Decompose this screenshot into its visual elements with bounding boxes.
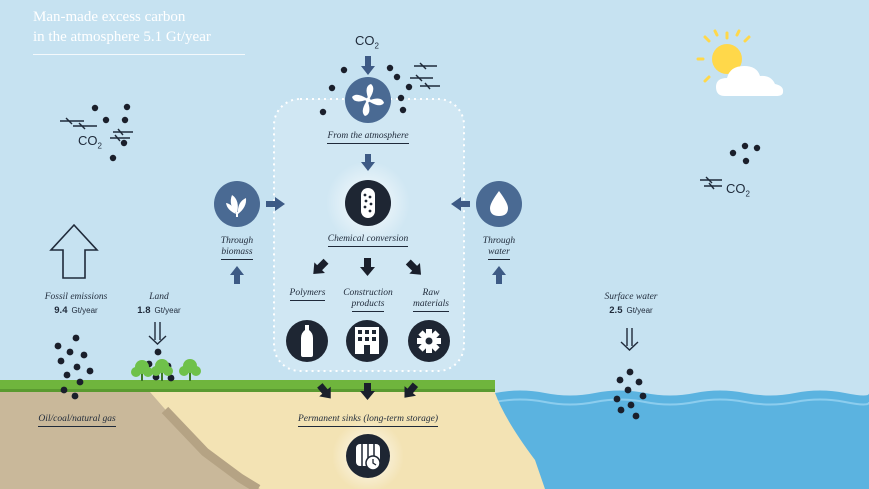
conversion-node	[345, 180, 391, 226]
carbon-particles-sea	[613, 368, 647, 420]
co2-label-right: CO2	[726, 181, 750, 199]
plane-icon	[414, 62, 437, 70]
sun-icon	[696, 29, 751, 83]
construction-node	[346, 320, 388, 362]
conversion-label: Chemical conversion	[312, 234, 424, 247]
arrow-fan-to-conversion	[365, 154, 371, 163]
plane-icon	[60, 117, 84, 125]
water-node	[476, 181, 522, 227]
sinks-label: Permanent sinks (long-term storage)	[278, 414, 458, 427]
tree-icon	[179, 359, 201, 381]
land-absorption-arrow	[148, 322, 167, 345]
cloud-icon	[716, 66, 784, 96]
sea	[495, 390, 869, 489]
product-arrows	[313, 258, 422, 276]
land-label: Land 1.8 Gt/year	[137, 292, 181, 316]
title-rule	[33, 54, 245, 55]
plane-icon	[410, 74, 433, 82]
building-icon	[355, 327, 379, 354]
plane-icon	[700, 176, 722, 184]
fossil-emission-arrow	[49, 223, 99, 279]
arrow-up-to-water	[496, 274, 502, 284]
water-absorption-arrow	[620, 328, 639, 351]
arrow-co2-to-fan	[365, 56, 371, 67]
flow-arrows	[230, 56, 506, 284]
water-drop-icon	[490, 191, 508, 216]
leaves-icon	[226, 195, 247, 217]
fan-icon	[352, 84, 384, 116]
polymers-label: Polymers	[280, 288, 335, 301]
co2-label-top: CO2	[355, 33, 379, 51]
co2-label-left: CO2	[78, 133, 102, 151]
carbon-particles-upper-left	[91, 103, 131, 162]
tree-icon	[151, 359, 173, 381]
plane-icon	[113, 128, 133, 136]
carbon-particles-top	[319, 64, 413, 116]
storage-clock-icon	[356, 444, 381, 471]
atmosphere-label: From the atmosphere	[312, 131, 424, 144]
diagram-title: Man-made excess carbon in the atmosphere…	[33, 9, 211, 45]
tree-icon	[131, 360, 153, 381]
arrow-biomass-to-conversion	[266, 201, 276, 207]
fossil-emissions-label: Fossil emissions 9.4 Gt/year	[44, 292, 108, 316]
plane-icon	[704, 182, 722, 190]
carbon-particles-right	[729, 142, 761, 165]
bottle-icon	[301, 325, 313, 357]
raw-materials-node	[408, 320, 450, 362]
biomass-node	[214, 181, 260, 227]
surface-water-label: Surface water 2.5 Gt/year	[604, 292, 658, 316]
plane-icon	[420, 82, 440, 90]
polymers-node	[286, 320, 328, 362]
sinks-node	[346, 434, 390, 478]
sink-arrows	[317, 382, 419, 400]
plane-icon	[73, 122, 97, 130]
arrow-up-to-biomass	[234, 274, 240, 284]
gear-icon	[417, 329, 441, 353]
plane-icon	[110, 134, 130, 142]
carbon-particles-fossil	[54, 334, 94, 400]
reactor-capsule-icon	[361, 188, 375, 218]
rock-layer	[0, 392, 260, 489]
atmosphere-node	[345, 77, 391, 123]
sea-wave	[494, 398, 869, 406]
arrow-water-to-conversion	[460, 201, 470, 207]
ground-label: Oil/coal/natural gas	[22, 414, 132, 427]
rock-stripe	[161, 406, 261, 489]
grass-edge	[0, 389, 495, 392]
